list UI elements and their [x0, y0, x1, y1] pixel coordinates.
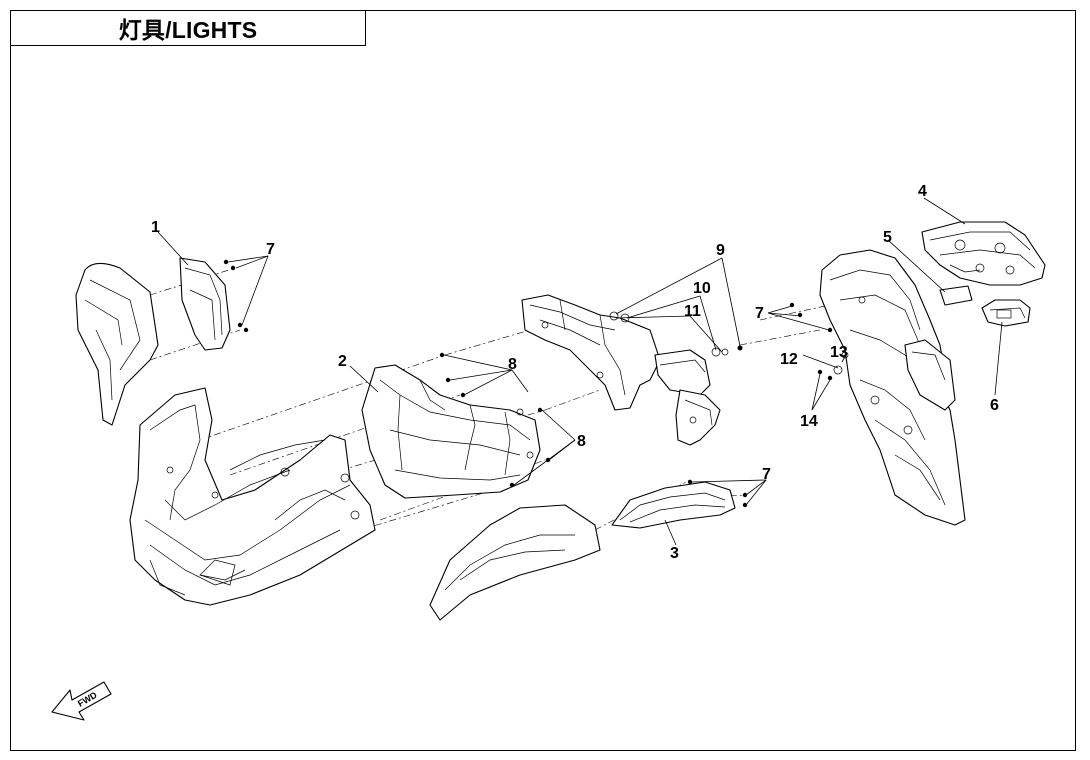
callout-5: 5	[883, 229, 892, 246]
callout-8-lower: 8	[577, 433, 586, 450]
callout-3: 3	[670, 545, 679, 562]
part-3-side-light	[429, 481, 736, 621]
part-2-headlight	[361, 364, 541, 499]
callout-2: 2	[338, 353, 347, 370]
callout-4: 4	[918, 183, 927, 200]
callout-13: 13	[830, 344, 848, 361]
front-fairing	[129, 387, 376, 606]
page-title: 灯具/LIGHTS	[118, 17, 258, 43]
part-4-instrument-cluster	[921, 221, 1046, 286]
title-box: 灯具/LIGHTS	[10, 10, 366, 46]
headlight-stay-bracket	[521, 294, 721, 446]
callout-1: 1	[151, 219, 160, 236]
callout-11: 11	[684, 303, 701, 320]
callout-9: 9	[716, 242, 725, 259]
callout-6: 6	[990, 397, 999, 414]
callout-14: 14	[800, 413, 818, 430]
callout-7-rear: 7	[755, 305, 764, 322]
callout-7-front: 7	[266, 241, 275, 258]
callout-10: 10	[693, 280, 711, 297]
callout-12: 12	[780, 351, 798, 368]
forward-arrow-icon: FWD	[51, 681, 112, 721]
callout-7-side: 7	[762, 466, 771, 483]
callout-labels: 1 2 3 4 5 6 7 7 7 8 8 9 10 11 12 13 14	[151, 183, 999, 562]
leader-lines	[157, 197, 1003, 546]
callout-8-upper: 8	[508, 356, 517, 373]
drawing-frame	[10, 10, 1076, 751]
part-6-tail-light	[981, 299, 1031, 327]
part-1-front-light-housing	[75, 257, 231, 426]
part-5-rear-fender	[819, 249, 973, 526]
